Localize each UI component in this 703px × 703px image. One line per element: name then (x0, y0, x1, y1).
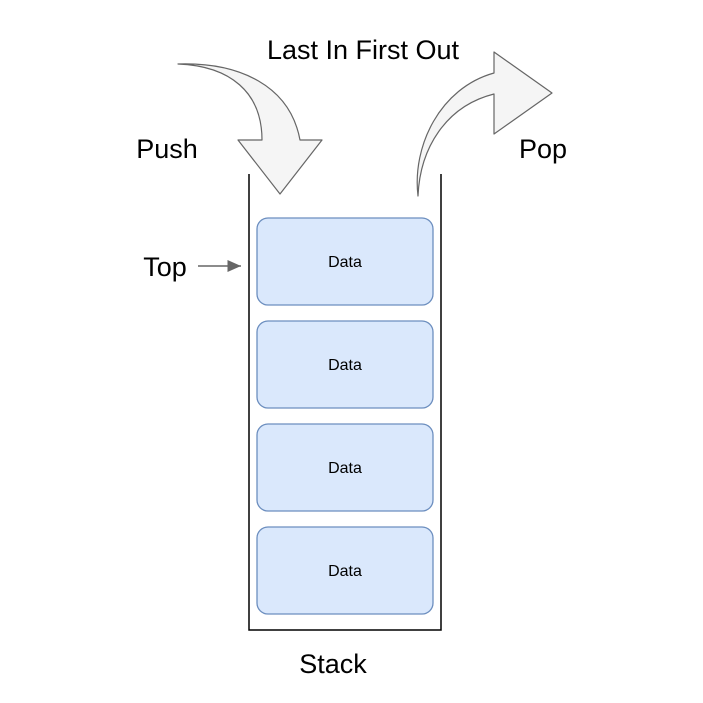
stack-item-label: Data (328, 460, 362, 477)
stack-container (248, 174, 442, 631)
stack-item: Data (256, 217, 434, 306)
stack-item-box (256, 423, 434, 512)
stack-item-label: Data (328, 254, 362, 271)
stack-item: Data (256, 526, 434, 615)
top-label: Top (143, 252, 187, 282)
stack-item-box (256, 526, 434, 615)
stack-item: Data (256, 320, 434, 409)
stack-label: Stack (299, 649, 367, 679)
pop-label: Pop (519, 134, 567, 164)
diagram-title: Last In First Out (267, 35, 460, 65)
push-arrow-icon (177, 63, 323, 195)
push-label: Push (136, 134, 198, 164)
pop-arrow-icon (416, 51, 553, 197)
stack-item: Data (256, 423, 434, 512)
stack-item-box (256, 217, 434, 306)
stack-item-label: Data (328, 563, 362, 580)
stack-item-box (256, 320, 434, 409)
stack-item-label: Data (328, 357, 362, 374)
